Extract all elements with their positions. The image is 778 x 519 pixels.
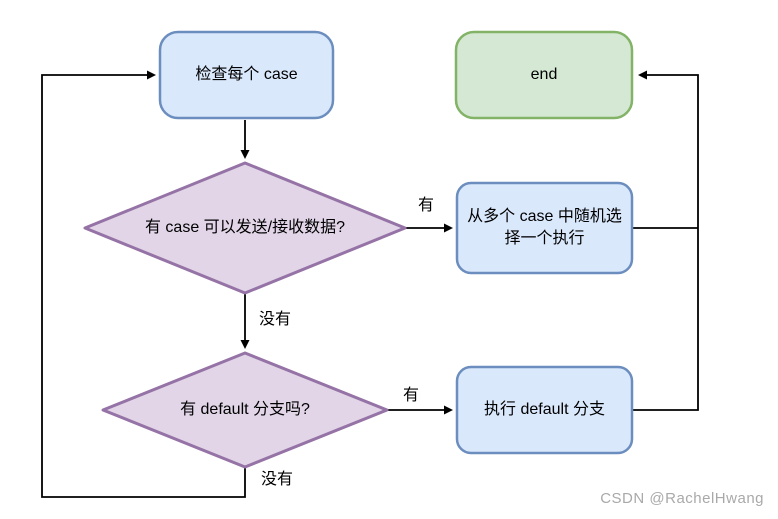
- node-random-select-shape: [455, 181, 634, 275]
- node-exec-default-shape: [455, 365, 634, 455]
- edge-exec-default-to-end: [632, 70, 699, 411]
- node-end-shape: [454, 30, 634, 120]
- node-decision-send-recv-shape: [83, 161, 407, 295]
- node-decision-default-shape: [101, 351, 389, 469]
- edge-decision2-no-loopback-to-start: [41, 70, 246, 498]
- node-start-shape: [158, 30, 335, 120]
